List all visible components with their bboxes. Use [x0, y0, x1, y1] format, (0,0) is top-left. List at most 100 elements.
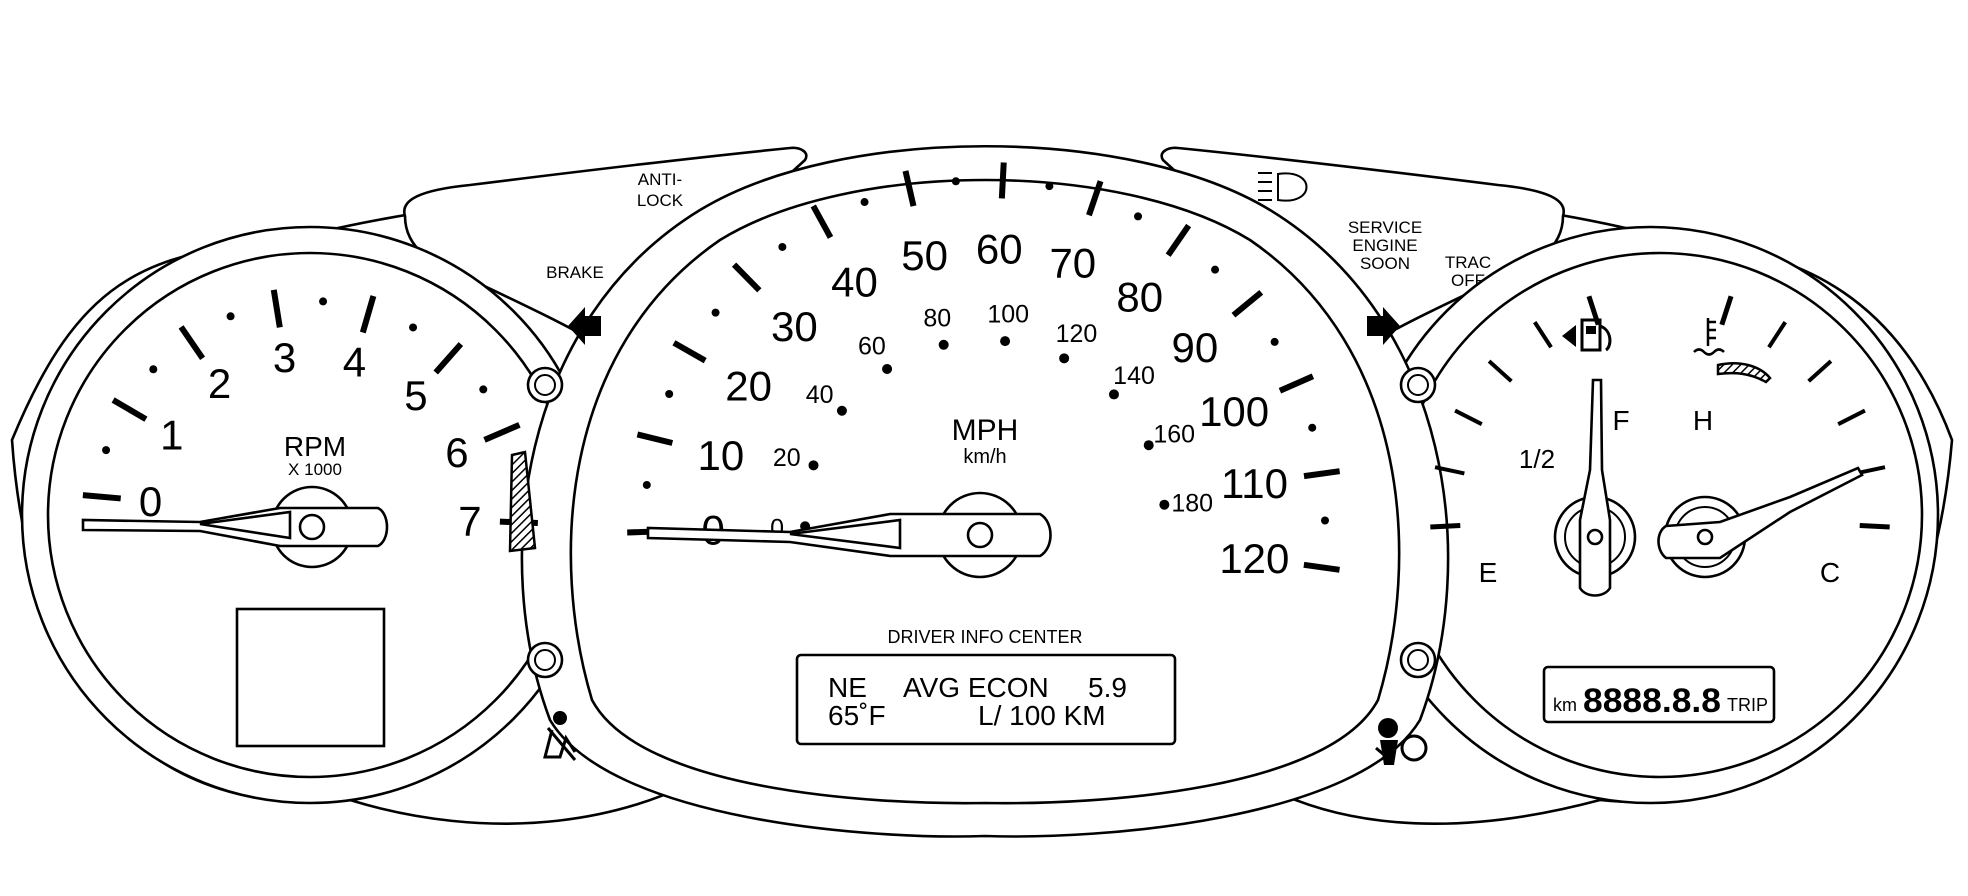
mph-minor-tick [711, 308, 720, 317]
mph-minor-tick [1270, 337, 1279, 346]
tachometer-tick-label: 3 [273, 334, 296, 381]
mph-tick-label: 120 [1219, 535, 1289, 582]
mph-major-tick [731, 262, 762, 293]
airbag-icon [1375, 718, 1428, 765]
temp-tick [1767, 321, 1787, 349]
kmh-tick-dot [938, 339, 949, 350]
mph-tick-label: 10 [698, 432, 745, 479]
kmh-tick-dot [1108, 389, 1119, 400]
tachometer-minor-tick [149, 365, 158, 374]
tachometer-major-tick [82, 492, 121, 502]
kmh-tick-dot [1000, 336, 1011, 347]
redline-zone [508, 450, 537, 553]
speedometer-face [569, 178, 1401, 805]
mph-minor-tick [1308, 423, 1317, 432]
fuel-needle [1553, 378, 1637, 597]
fuel-empty-label: E [1479, 557, 1498, 588]
mph-major-tick [998, 162, 1007, 199]
tachometer-minor-tick [319, 297, 328, 306]
fuel-temp-gauge: E 1/2 F H C km 8888.8.8 TRIP [1430, 295, 1890, 724]
tachometer-title: RPM [284, 431, 346, 462]
mph-minor-tick [642, 480, 651, 489]
odometer-digits: 8888.8.8 [1583, 682, 1721, 720]
tachometer-display-window [235, 607, 386, 748]
fuel-tick [1487, 359, 1513, 383]
mph-minor-tick [860, 198, 869, 207]
tachometer-major-tick [433, 342, 464, 375]
dic-value: 5.9 [1088, 672, 1127, 703]
tachometer-major-tick [111, 397, 148, 422]
kmh-tick-label: 20 [773, 444, 801, 472]
odometer-mode: TRIP [1727, 695, 1768, 715]
mph-tick-label: 70 [1049, 240, 1096, 287]
fuel-ticks [1430, 295, 1601, 530]
odometer-display [1542, 665, 1776, 724]
tachometer-tick-label: 1 [160, 411, 183, 458]
trac-off-label-2: OFF [1451, 271, 1485, 290]
mph-minor-tick [1134, 212, 1143, 221]
speedometer-needle [646, 491, 1052, 579]
service-engine-label: SERVICE [1348, 218, 1422, 237]
kmh-tick-label: 180 [1171, 489, 1213, 517]
tachometer-tick-label: 4 [343, 338, 366, 385]
mph-tick-label: 40 [831, 258, 878, 305]
tachometer-minor-tick [409, 323, 418, 332]
headlamp-icon [1258, 172, 1308, 202]
mph-major-tick [672, 340, 707, 364]
mph-tick-label: 30 [771, 303, 818, 350]
mph-tick-label: 90 [1172, 324, 1219, 371]
tachometer-tick-label: 5 [404, 372, 427, 419]
temp-hot-label: H [1693, 405, 1713, 436]
mph-tick-label: 20 [725, 362, 772, 409]
tachometer-major-tick [178, 325, 206, 360]
mph-tick-label: 60 [976, 225, 1023, 272]
tachometer-major-tick [359, 295, 377, 334]
service-engine-label-2: ENGINE [1352, 236, 1417, 255]
mph-major-tick [1086, 180, 1104, 217]
kmh-tick-dot [882, 363, 893, 374]
kmh-tick-dot [1143, 440, 1154, 451]
fuel-full-label: F [1612, 405, 1629, 436]
mph-tick-label: 80 [1116, 273, 1163, 320]
temp-needle [1657, 466, 1864, 579]
dic-heading: NE [828, 672, 867, 703]
mph-tick-label: 50 [901, 232, 948, 279]
kmh-tick-dot [1159, 499, 1170, 510]
mph-major-tick [1165, 223, 1192, 257]
tachometer-tick-label: 6 [445, 429, 468, 476]
temp-hot-zone [1716, 361, 1772, 384]
mph-major-tick [1303, 561, 1340, 573]
tachometer-minor-tick [102, 446, 111, 455]
tachometer-major-tick [270, 289, 283, 328]
kmh-tick-dot [1059, 353, 1070, 364]
kmh-tick-label: 140 [1113, 362, 1155, 390]
fuel-pump-icon [1562, 318, 1612, 352]
temp-tick [1859, 522, 1890, 530]
mph-tick-label: 110 [1221, 460, 1288, 507]
kmh-tick-dot [836, 405, 847, 416]
mph-minor-tick [1320, 516, 1329, 525]
brake-label: BRAKE [546, 263, 604, 282]
mph-major-tick [1278, 373, 1315, 394]
seatbelt-icon [543, 711, 577, 761]
mph-major-tick [1303, 468, 1341, 480]
right-turn-arrow-icon [1367, 307, 1400, 345]
mph-minor-tick [778, 242, 787, 251]
kmh-tick-label: 120 [1056, 320, 1098, 348]
fuel-half-label: 1/2 [1519, 444, 1555, 474]
tachometer-tick-label: 0 [139, 478, 162, 525]
dic-display [795, 653, 1177, 746]
kmh-tick-label: 80 [923, 305, 951, 333]
kmh-tick-dot [808, 460, 819, 471]
speedometer-unit-kmh: km/h [963, 446, 1006, 468]
dic-label: AVG ECON [903, 672, 1049, 703]
mph-minor-tick [1045, 182, 1054, 191]
kmh-tick-label: 100 [987, 300, 1029, 328]
temp-tick [1807, 359, 1833, 383]
mph-minor-tick [665, 390, 674, 399]
temp-tick [1719, 295, 1734, 326]
tachometer-tick-label: 7 [458, 498, 481, 545]
